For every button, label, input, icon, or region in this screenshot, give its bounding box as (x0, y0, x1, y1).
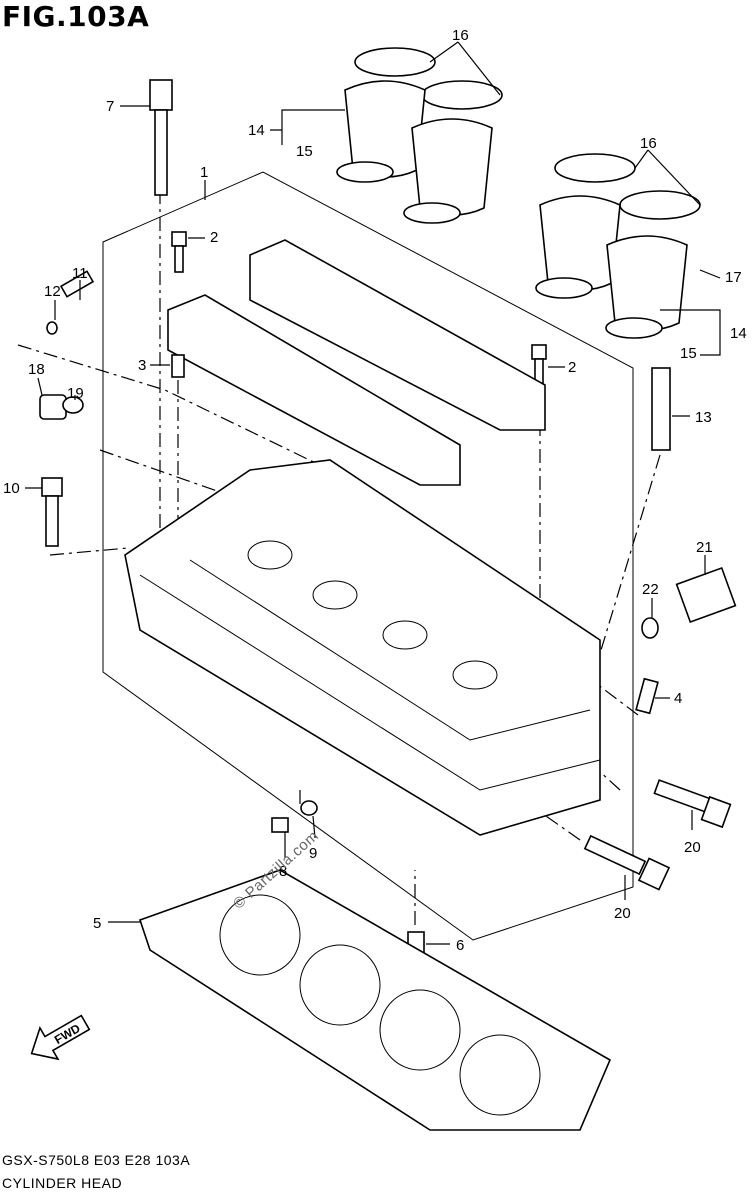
bolt-20-lower (583, 834, 671, 891)
callout-15b: 15 (680, 345, 697, 362)
assembly-outline (102, 171, 634, 941)
callout-7: 7 (106, 98, 114, 115)
callout-6: 6 (456, 937, 464, 954)
bolt-8 (271, 817, 289, 833)
callout-17: 17 (725, 269, 742, 286)
callout-2a: 2 (210, 229, 218, 246)
footer-name: CYLINDER HEAD (2, 1175, 123, 1191)
callout-10: 10 (3, 480, 20, 497)
dowel-3 (171, 354, 185, 378)
head-gasket-5 (138, 869, 612, 1131)
o-ring-22 (641, 617, 659, 639)
figure-title: FIG.103A (2, 0, 150, 33)
bolt-20-upper (653, 779, 732, 829)
bolt-10-head (41, 477, 63, 497)
leader-lines (25, 41, 721, 945)
callout-8: 8 (279, 863, 287, 880)
callout-1: 1 (200, 164, 208, 181)
callout-22: 22 (642, 581, 659, 598)
callout-15a: 15 (296, 143, 313, 160)
callout-9: 9 (309, 845, 317, 862)
callout-13: 13 (695, 409, 712, 426)
dowel-4 (635, 677, 659, 715)
callout-20b: 20 (614, 905, 631, 922)
fwd-arrow: FWD (30, 1014, 91, 1061)
cam-housing-front (167, 294, 461, 486)
callout-14b: 14 (730, 325, 747, 342)
callout-2b: 2 (568, 359, 576, 376)
footer-code: GSX-S750L8 E03 E28 103A (2, 1152, 191, 1168)
washer-9 (300, 800, 318, 816)
callout-5: 5 (93, 915, 101, 932)
temp-sensor-21 (675, 566, 737, 624)
callout-12: 12 (44, 283, 61, 300)
bolt-2-shank (174, 245, 184, 273)
callout-21: 21 (696, 539, 713, 556)
callout-16b: 16 (640, 135, 657, 152)
bolt-2b-head (531, 344, 547, 360)
callout-20a: 20 (684, 839, 701, 856)
spark-plug-13 (651, 367, 671, 451)
callout-14a: 14 (248, 122, 265, 139)
bolt-7 (149, 79, 173, 196)
bolt-10-shank (45, 495, 59, 547)
bolt-2-head (171, 231, 187, 247)
callout-3: 3 (138, 357, 146, 374)
o-ring-12 (46, 321, 58, 335)
callout-18: 18 (28, 361, 45, 378)
cam-housing-rear (249, 239, 546, 431)
intake-set-lower (535, 153, 701, 339)
callout-16a: 16 (452, 27, 469, 44)
gasket-19 (62, 396, 84, 414)
plug-18 (39, 394, 67, 420)
intake-set-upper (336, 47, 503, 224)
callout-4: 4 (674, 690, 682, 707)
callout-11: 11 (72, 265, 88, 282)
callout-19: 19 (67, 385, 84, 402)
cylinder-head (124, 459, 601, 836)
